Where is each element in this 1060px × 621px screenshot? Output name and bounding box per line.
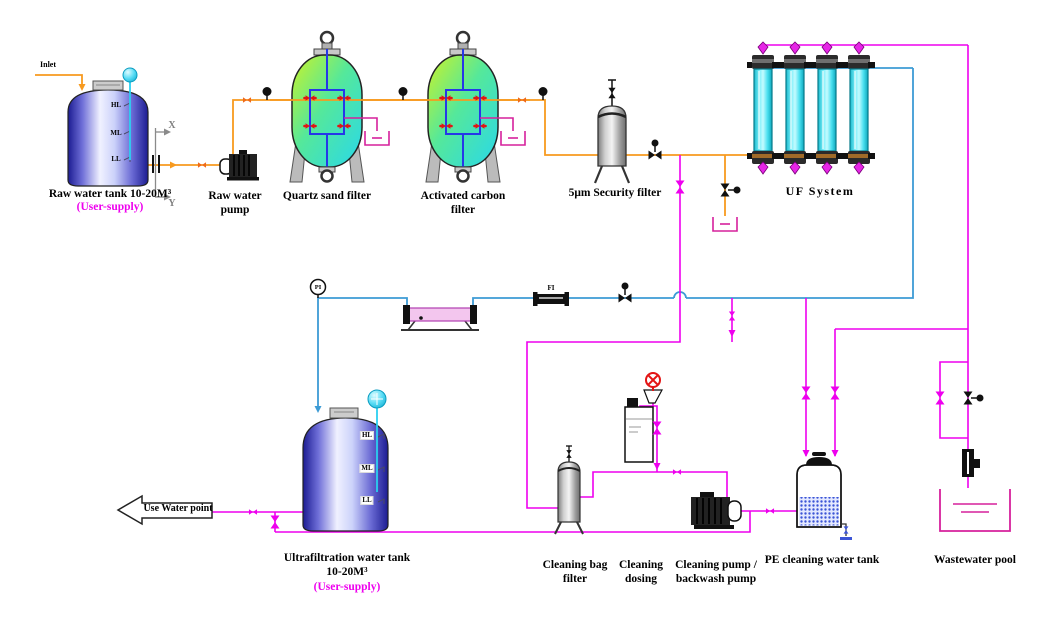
uf-water-tank <box>302 407 389 532</box>
quartz-filter-label: Quartz sand filter <box>282 190 372 202</box>
pe-cleaning-tank <box>796 452 852 540</box>
backwash-arrow <box>728 330 736 337</box>
uf-system <box>746 41 876 175</box>
use-water-arrow <box>116 494 213 526</box>
uf-column-4 <box>842 41 876 175</box>
use-water-point-label: Use Water point <box>143 503 213 514</box>
filter-drain-lines <box>344 117 514 131</box>
flow-arrow <box>170 161 177 169</box>
pe-inlet-arrow-2 <box>831 450 839 457</box>
signal-y-label: Y <box>168 198 176 209</box>
actuated-valve-concentrate <box>963 391 984 405</box>
pe-tank-label: PE cleaning water tank <box>764 554 880 566</box>
level-signal-indicator <box>154 128 164 198</box>
cleaning-piping <box>212 44 969 533</box>
raw-tank-label: Raw water tank 10-20M³ <box>48 188 172 200</box>
uf-column-2 <box>778 41 812 175</box>
uf-hl-label: HL <box>359 431 375 440</box>
outlet-flange <box>152 155 160 173</box>
pi-gauge <box>309 278 327 298</box>
cleaning-backwash-pump <box>691 492 742 529</box>
raw-water-pump <box>219 150 259 181</box>
actuated-valve-uf-inlet <box>648 139 662 160</box>
inlet-label: Inlet <box>40 60 56 69</box>
cleaning-pump-label: Cleaning pump /backwash pump <box>675 559 757 586</box>
pe-inlet-arrow-1 <box>802 450 810 457</box>
actuated-valve-permeate <box>618 282 632 303</box>
signal-x-label: X <box>168 120 176 131</box>
uf-column-3 <box>810 41 844 175</box>
uf-system-label: UF System <box>785 184 855 198</box>
uf-column-1 <box>746 41 780 175</box>
inlet-arrow <box>78 84 86 91</box>
uf-ml-label: ML <box>359 464 375 473</box>
pi-label: PI <box>314 284 322 291</box>
pool-label: Wastewater pool <box>934 554 1016 566</box>
raw-ml-label: ML <box>110 129 122 137</box>
uf-tank-supply-label: (User-supply) <box>313 581 381 593</box>
quartz-drain <box>364 130 390 146</box>
raw-tank-level-float <box>122 67 138 160</box>
uf-tank-inlet-arrow <box>314 406 322 413</box>
uf-inlet-drain <box>712 216 738 232</box>
carbon-drain <box>500 130 526 146</box>
fi-label: FI <box>547 284 555 292</box>
dosing-tank <box>624 398 654 463</box>
uf-ll-label: LL <box>360 496 374 505</box>
raw-hl-label: HL <box>110 101 122 109</box>
uv-sterilizer <box>401 305 479 331</box>
security-filter-label: 5μm Security filter <box>568 187 662 199</box>
wastewater-pool <box>939 489 1011 532</box>
raw-water-tank <box>67 80 149 187</box>
rotameter <box>962 449 980 477</box>
fi-flowmeter <box>533 292 569 306</box>
black-ball-valves <box>262 87 548 100</box>
cleaning-bag-filter <box>554 445 584 535</box>
chemical-fill-funnel <box>643 372 664 404</box>
security-filter <box>593 79 631 184</box>
raw-tank-supply-label: (User-supply) <box>76 201 144 213</box>
uf-tank-level-float <box>367 389 387 492</box>
dosing-arrow <box>653 463 661 470</box>
raw-ll-label: LL <box>111 155 121 163</box>
actuated-valve-drain <box>720 183 741 197</box>
